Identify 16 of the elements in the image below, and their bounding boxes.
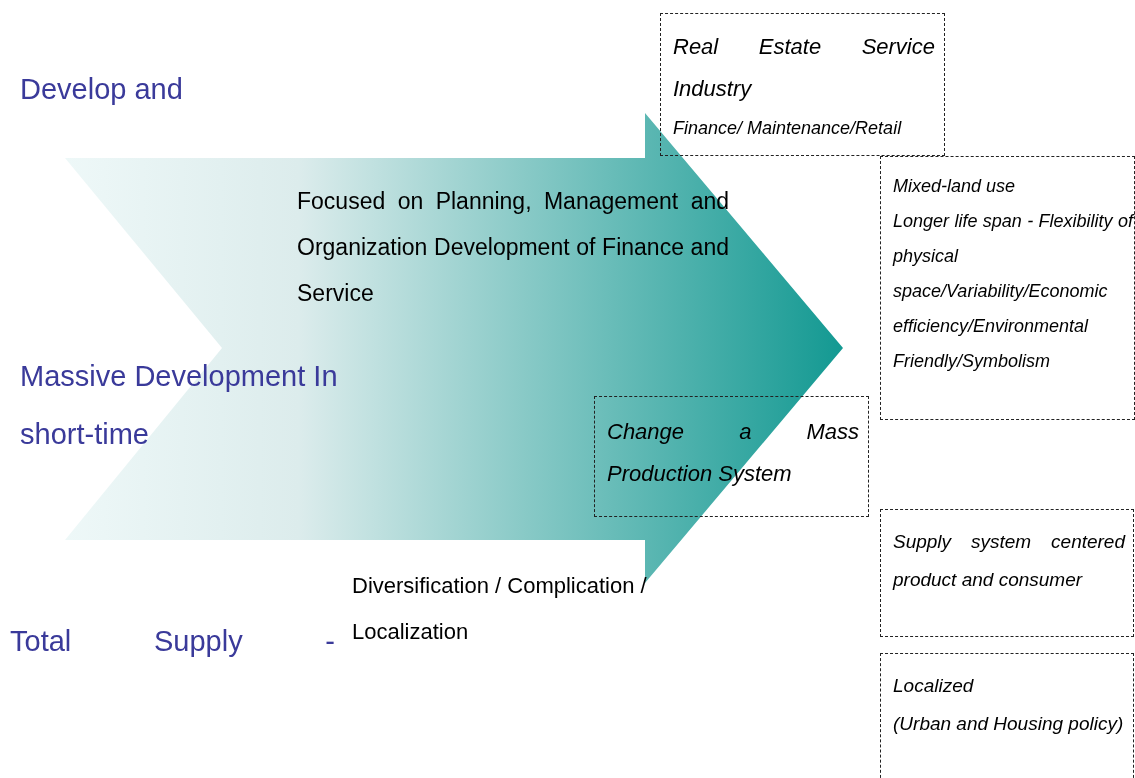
box-text: Localized [893, 674, 975, 698]
box-text: (Urban and Housing policy) [893, 712, 1125, 736]
side-label: Develop and [20, 72, 184, 107]
side-label: Diversification / Complication / Localization [352, 572, 648, 646]
dashed-box [880, 509, 1134, 637]
dashed-box [880, 653, 1134, 778]
box-text: Longer life span - Flexibility of physical space/Variability/Economic efficiency/Environmental Friendly/Symbolism [893, 210, 1133, 373]
box-text: Finance/ Maintenance/Retail [673, 117, 903, 140]
dashed-box [660, 13, 945, 156]
dashed-box [880, 156, 1135, 420]
side-label: Massive Development In short-time [20, 359, 339, 452]
side-label: Total Supply - [10, 624, 335, 659]
box-text: Mixed-land use [893, 175, 1017, 198]
box-text: Supply system centered product and consumer [893, 530, 1125, 592]
dashed-box [594, 396, 869, 517]
box-text: Real Estate Service Industry [673, 33, 935, 103]
